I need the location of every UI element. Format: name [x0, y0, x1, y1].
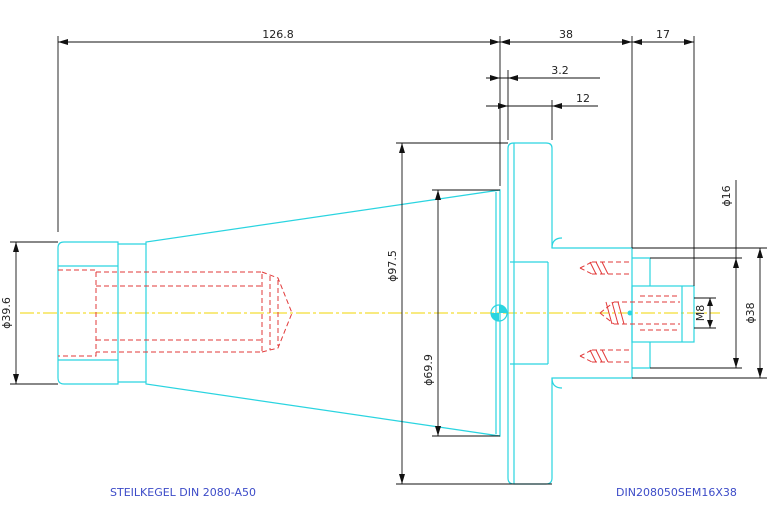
dim-flange-diameter: ϕ97.5	[386, 250, 399, 282]
dim-spigot-length: 17	[656, 28, 670, 41]
dim-thread: M8	[694, 305, 707, 322]
hidden-threads-right	[579, 261, 680, 363]
dim-flange-width: 12	[576, 92, 590, 105]
caption-left: STEILKEGEL DIN 2080-A50	[110, 486, 256, 499]
dim-overall-length: 126.8	[262, 28, 294, 41]
dimension-lines	[13, 39, 763, 484]
dim-flange-length: 38	[559, 28, 573, 41]
dim-gap: 3.2	[551, 64, 569, 77]
gauge-marker	[490, 304, 633, 322]
dim-shank-diameter: ϕ39.6	[0, 297, 13, 329]
caption-right: DIN208050SEM16X38	[616, 486, 737, 499]
dim-bore-diameter: ϕ16	[720, 185, 733, 206]
hidden-bore-left	[58, 269, 293, 357]
dim-taper-diameter: ϕ69.9	[422, 354, 435, 386]
dim-spigot-diameter: ϕ38	[744, 302, 757, 323]
extension-lines	[10, 36, 767, 485]
dimension-labels: 126.8 38 17 3.2 12 ϕ97.5 ϕ69.9 ϕ39.6 ϕ16…	[0, 28, 757, 386]
